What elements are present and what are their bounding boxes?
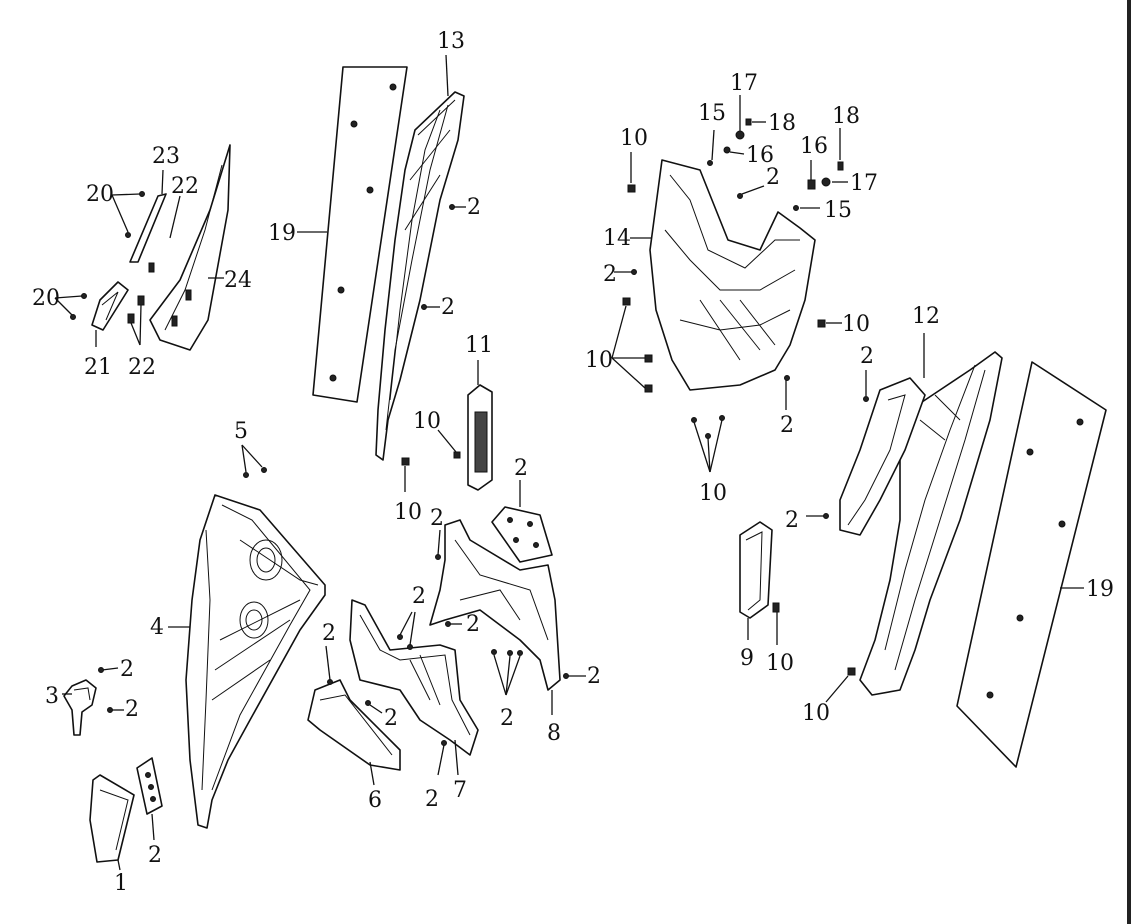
callout-2: 2 bbox=[441, 295, 455, 320]
callout-10: 10 bbox=[766, 651, 794, 676]
part-23-strip bbox=[129, 169, 167, 263]
callout-2: 2 bbox=[860, 344, 874, 369]
callout-18: 18 bbox=[832, 104, 860, 129]
callout-23: 23 bbox=[152, 144, 180, 169]
callout-1: 1 bbox=[114, 871, 128, 896]
callout-16: 16 bbox=[800, 134, 828, 159]
part-19-left-sheet bbox=[297, 66, 408, 403]
callout-18: 18 bbox=[768, 111, 796, 136]
part-24-side-trim bbox=[149, 144, 231, 351]
parts-15-18-fasteners bbox=[707, 95, 848, 211]
callout-2: 2 bbox=[603, 262, 617, 287]
callout-10: 10 bbox=[394, 500, 422, 525]
part-20-screws bbox=[54, 191, 145, 320]
part-7-frame-bracket bbox=[349, 599, 479, 776]
callout-2: 2 bbox=[322, 621, 336, 646]
part-12-right-panel bbox=[806, 333, 1003, 703]
callout-10: 10 bbox=[413, 409, 441, 434]
callout-15: 15 bbox=[824, 198, 852, 223]
callout-15: 15 bbox=[698, 101, 726, 126]
callout-5: 5 bbox=[234, 419, 248, 444]
callout-11: 11 bbox=[465, 333, 493, 358]
callout-2: 2 bbox=[785, 508, 799, 533]
callout-2: 2 bbox=[780, 413, 794, 438]
callout-4: 4 bbox=[150, 615, 164, 640]
callout-17: 17 bbox=[730, 71, 758, 96]
callout-19: 19 bbox=[268, 221, 296, 246]
callout-2: 2 bbox=[500, 706, 514, 731]
part-14-front-cowl bbox=[614, 159, 816, 391]
callout-13: 13 bbox=[437, 29, 465, 54]
callout-6: 6 bbox=[368, 788, 382, 813]
callout-2: 2 bbox=[425, 787, 439, 812]
part-6-inner-bracket bbox=[307, 645, 401, 786]
callout-24: 24 bbox=[224, 268, 252, 293]
callout-10: 10 bbox=[699, 481, 727, 506]
callout-labels: 1 2 2 2 3 4 5 6 2 2 2 2 7 2 2 8 2 2 2 10… bbox=[32, 29, 1114, 896]
callout-2: 2 bbox=[514, 456, 528, 481]
callout-10: 10 bbox=[620, 126, 648, 151]
callout-19: 19 bbox=[1086, 577, 1114, 602]
part-5-screws bbox=[241, 444, 267, 478]
callout-2: 2 bbox=[412, 584, 426, 609]
part-11-duct bbox=[437, 360, 493, 491]
part-4-front-shield bbox=[168, 494, 326, 829]
callout-10: 10 bbox=[802, 701, 830, 726]
right-edge-border bbox=[1127, 0, 1131, 924]
part-14-clips bbox=[611, 152, 842, 473]
callout-7: 7 bbox=[453, 778, 467, 803]
callout-21: 21 bbox=[84, 355, 112, 380]
part-2-plate-upper bbox=[491, 480, 553, 563]
callout-22: 22 bbox=[128, 355, 156, 380]
callout-2: 2 bbox=[125, 697, 139, 722]
callout-2: 2 bbox=[430, 506, 444, 531]
callout-2: 2 bbox=[587, 664, 601, 689]
part-8-frame-bracket bbox=[429, 519, 586, 715]
part-13-side-rail bbox=[375, 54, 466, 461]
callout-9: 9 bbox=[740, 646, 754, 671]
part-2-plate-lower bbox=[136, 757, 163, 841]
callout-10: 10 bbox=[842, 312, 870, 337]
callout-2: 2 bbox=[384, 706, 398, 731]
callout-2: 2 bbox=[120, 657, 134, 682]
callout-2: 2 bbox=[148, 843, 162, 868]
callout-22: 22 bbox=[171, 174, 199, 199]
callout-17: 17 bbox=[850, 171, 878, 196]
callout-3: 3 bbox=[45, 684, 59, 709]
part-10-clip-mid bbox=[401, 457, 410, 492]
callout-2: 2 bbox=[467, 195, 481, 220]
part-9-lens bbox=[739, 521, 780, 645]
callout-20: 20 bbox=[32, 286, 60, 311]
callout-2: 2 bbox=[766, 165, 780, 190]
callout-16: 16 bbox=[746, 143, 774, 168]
part-1-lower-cover bbox=[89, 774, 135, 871]
part-21-badge bbox=[91, 281, 129, 347]
callout-14: 14 bbox=[603, 226, 631, 251]
part-19-right-sheet bbox=[956, 361, 1107, 768]
part-22-clips bbox=[127, 195, 181, 346]
callout-2: 2 bbox=[466, 612, 480, 637]
part-3-bracket bbox=[62, 667, 124, 736]
callout-12: 12 bbox=[912, 304, 940, 329]
callout-8: 8 bbox=[547, 721, 561, 746]
callout-20: 20 bbox=[86, 182, 114, 207]
callout-10: 10 bbox=[585, 348, 613, 373]
